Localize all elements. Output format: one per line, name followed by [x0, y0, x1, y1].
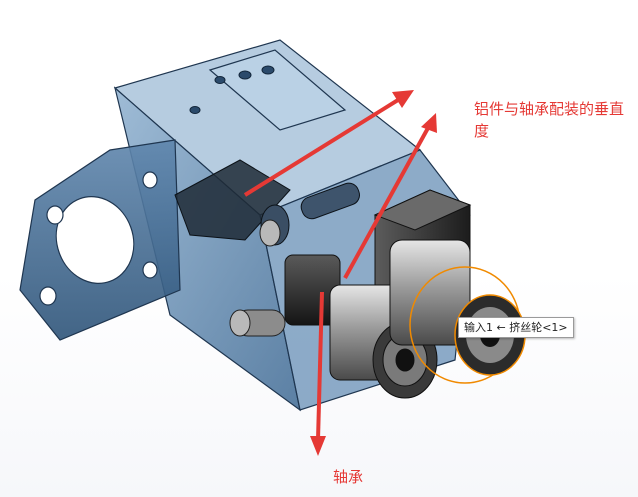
- bearing-assembly[interactable]: [284, 254, 438, 399]
- mount-holes: [39, 171, 158, 306]
- perpendicularity-callout: 铝件与轴承配装的垂直度: [474, 100, 625, 140]
- mate-tooltip: 输入1 ← 挤丝轮<1>: [458, 317, 574, 338]
- arrow-perpendicularity-2: [343, 127, 430, 279]
- arrow-perpendicularity-1: [243, 98, 400, 197]
- screws: [229, 219, 286, 337]
- annotation-arrows: [243, 90, 437, 456]
- bearing-callout: 轴承: [333, 468, 364, 486]
- arrow-bearing: [316, 291, 324, 441]
- top-bolt-holes: [189, 65, 275, 114]
